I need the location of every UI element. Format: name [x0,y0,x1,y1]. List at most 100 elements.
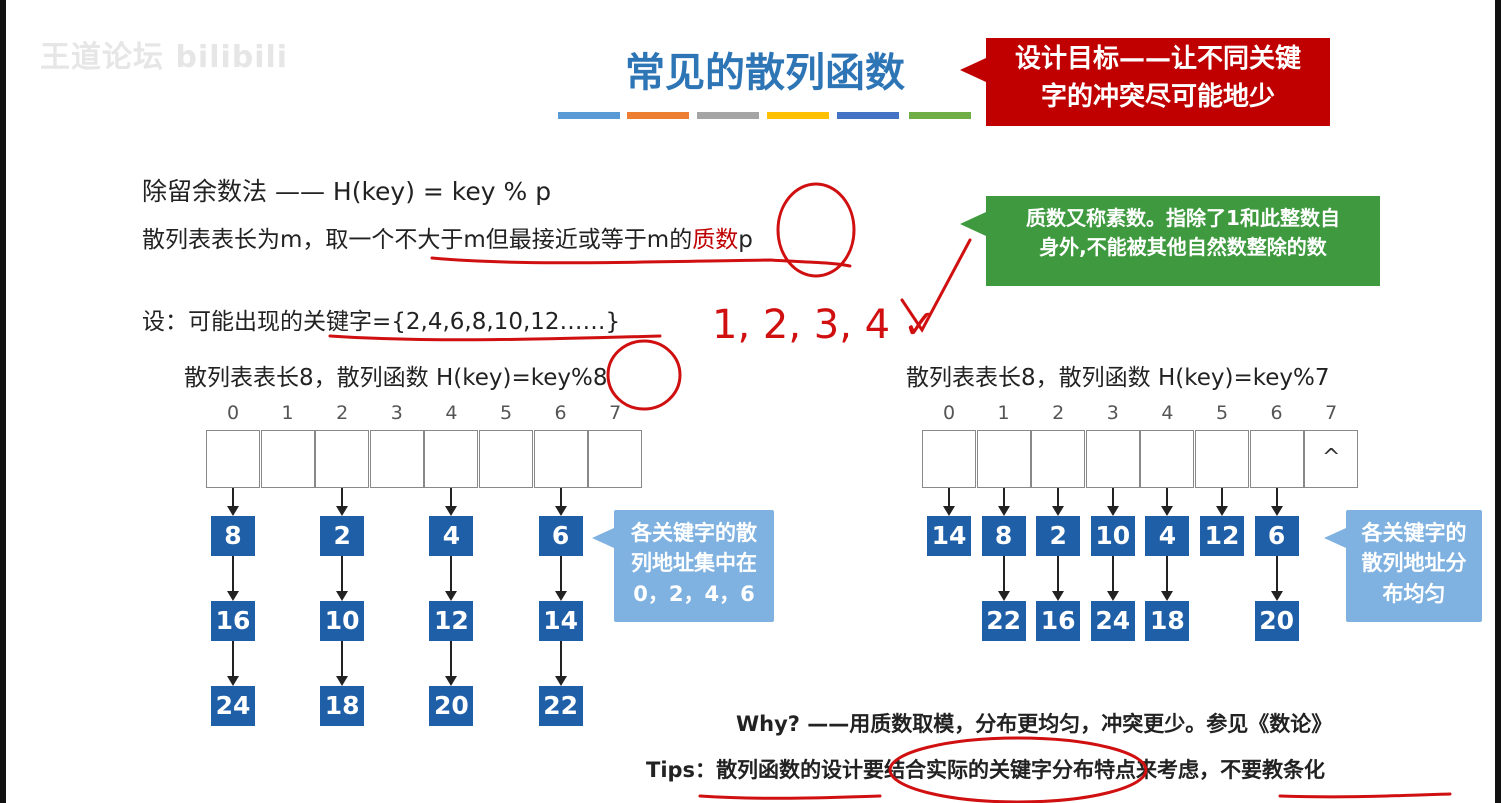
slot-index-label: 6 [1270,402,1283,424]
slot-index-label: 2 [1052,402,1065,424]
chain-key-node: 6 [1254,516,1299,556]
chain-arrow-head [1270,591,1283,601]
chain-arrow [341,641,344,676]
title-bar-segment [558,112,620,119]
chain-arrow [1275,488,1278,506]
chain-arrow-head [943,506,955,516]
chain-key-node: 22 [981,601,1026,641]
chain-arrow [1002,556,1005,591]
desc-suffix: p [738,227,753,253]
chain-arrow [232,641,234,676]
chain-arrow-head [1106,591,1119,601]
slide-title: 常见的散列函数 [625,50,905,96]
chain-arrow-head [554,676,567,686]
slot-index-label: 7 [609,402,622,424]
chain-arrow-head [336,676,349,686]
design-goal-line-2: 字的冲突尽可能地少 [1040,81,1275,112]
design-goal-line-1: 设计目标——让不同关键 [1014,44,1301,74]
chain-arrow-head [554,506,567,516]
chain-key-node: 16 [1036,601,1081,641]
chain-key-node: 24 [211,686,255,726]
left-distribution-note: 各关键字的散 列地址集中在 0，2，4，6 [592,510,774,622]
chain-key-node: 8 [981,516,1026,556]
left-note-line-2: 列地址集中在 [631,551,757,576]
prime-definition-line-1: 质数又称素数。指除了1和此整数自 [1026,206,1340,230]
slot-index-label: 3 [390,402,403,424]
right-border [1495,0,1501,803]
tips-label: Tips： [646,758,717,782]
left-table-title: 散列表表长8，散列函数 H(key)=key%8 [184,365,608,391]
chain-key-node: 12 [1200,516,1244,556]
title-bar-segment [909,112,971,119]
right-note-line-3: 布均匀 [1382,581,1446,606]
chain-arrow [1111,556,1114,591]
chain-arrow-head [554,591,567,601]
chain-key-node: 8 [211,516,255,556]
right-note-line-1: 各关键字的 [1361,521,1467,545]
hash-slot-cell [1195,430,1249,488]
chain-arrow-head [336,591,349,601]
possible-keys-line: 设：可能出现的关键字={2,4,6,8,10,12……} [142,302,620,336]
check-mark-stroke [900,238,972,333]
title-bar-segment [627,112,689,119]
division-method-formula: 除留余数法 —— H(key) = key % p [142,177,552,206]
right-note-line-2: 散列地址分 [1361,551,1467,576]
chain-arrow [948,488,950,506]
chain-arrow [1166,556,1169,591]
chain-arrow-head [445,676,458,686]
chain-key-node: 24 [1090,601,1135,641]
chain-arrow [559,556,562,591]
tips-part-1: 散列函数 [716,758,801,782]
tips-part-3: 结合实际的关键字分布 [884,758,1095,782]
prime-definition-callout: 质数又称素数。指除了1和此整数自 身外,不能被其他自然数整除的数 [960,196,1380,286]
chain-key-node: 20 [429,686,474,726]
chain-arrow-head [227,676,239,686]
hash-slot-cell [260,430,315,488]
desc-underlined: 不大于m但最接近或等于m的 [394,227,693,253]
chain-arrow [341,488,344,506]
chain-key-node: 4 [429,516,474,556]
keys-prefix: 设：可能出现的 [142,309,303,335]
title-bar-segment [837,112,899,119]
watermark-logo: 王道论坛 bilibili [40,40,289,75]
chain-arrow [232,556,234,591]
chain-arrow-head [227,506,239,516]
hash-slot-cell [479,430,533,488]
chain-arrow-head [445,506,458,516]
chain-key-node: 18 [1145,601,1190,641]
chain-arrow-head [1270,506,1283,516]
title-bar-segment [767,112,829,119]
keys-suffix: ={2,4,6,8,10,12……} [372,309,621,335]
chain-key-node: 6 [538,516,583,556]
tips-line: Tips：散列函数的设计要结合实际的关键字分布特点来考虑，不要教条化 [646,754,1325,784]
chain-key-node: 10 [1090,516,1135,556]
chain-key-node: 2 [320,516,365,556]
chain-arrow-head [1161,591,1174,601]
prime-description: 散列表表长为m，取一个不大于m但最接近或等于m的质数p [142,220,753,254]
chain-arrow [341,556,344,591]
tips-part-5: 不要教条化 [1220,758,1326,782]
chain-arrow [450,641,453,676]
chain-key-node: 16 [211,601,255,641]
chain-arrow-head [1052,506,1065,516]
chain-arrow [1166,488,1169,506]
chain-arrow [559,641,562,676]
hash-slot-cell [369,430,424,488]
chain-arrow-head [227,591,239,601]
left-border [0,0,6,803]
hash-slot-cell [206,430,260,488]
chain-arrow [1057,488,1060,506]
chain-arrow-head [1106,506,1119,516]
hash-slot-cell [922,430,976,488]
circle-modulus-8 [606,339,682,411]
keys-underlined: 关键字 [303,309,372,335]
slot-index-label: 4 [445,402,458,424]
chain-key-node: 12 [429,601,474,641]
slot-index-label: 4 [1161,402,1174,424]
slot-index-label: 0 [942,402,956,424]
chain-key-node: 10 [320,601,365,641]
underline-stroke [328,334,662,342]
chain-key-node: 18 [320,686,365,726]
chain-key-node: 20 [1254,601,1299,641]
hash-slot-cell [1140,430,1195,488]
